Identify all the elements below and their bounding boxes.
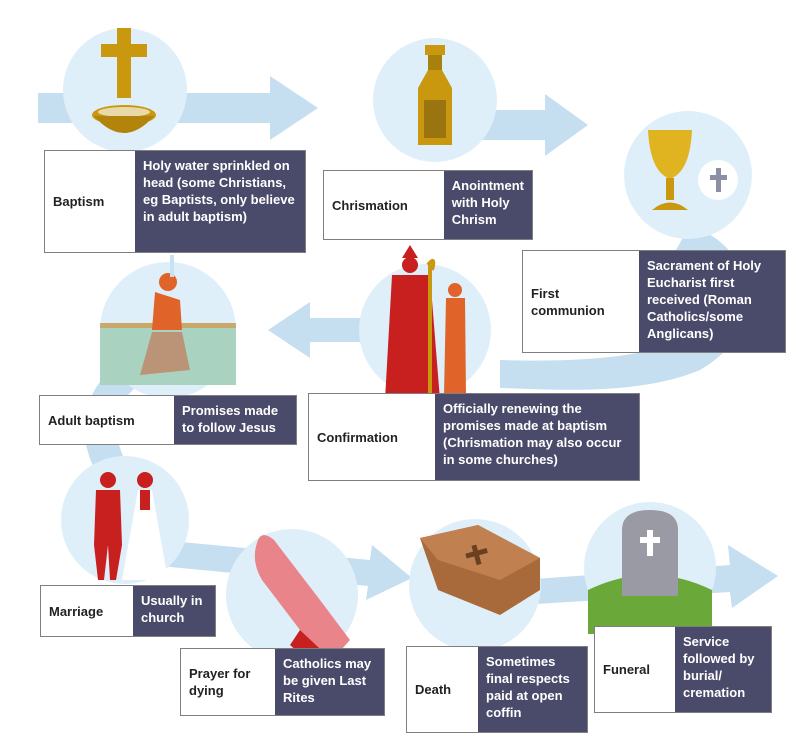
card-confirmation: Confirmation Officially renewing the pro… <box>308 393 640 481</box>
stage-description: Promises made to follow Jesus <box>174 396 296 444</box>
card-marriage: Marriage Usually in church <box>40 585 216 637</box>
stage-name: Marriage <box>49 603 104 619</box>
stage-name: Adult baptism <box>48 412 135 428</box>
stage-name: Baptism <box>53 194 105 209</box>
card-baptism: Baptism Holy water sprinkled on head (so… <box>44 150 306 253</box>
stage-description: Sometimes final respects paid at open co… <box>478 647 587 732</box>
coffin-icon <box>420 525 540 615</box>
stage-description: Officially renewing the promises made at… <box>435 394 639 480</box>
flow-arrow-2 <box>440 94 588 156</box>
stage-name: Funeral <box>603 662 650 677</box>
oil-bottle-icon <box>418 45 452 145</box>
stage-description: Holy water sprinkled on head (some Chris… <box>135 151 305 252</box>
stage-description: Anointment with Holy Chrism <box>443 171 532 239</box>
gravestone-icon <box>588 510 712 634</box>
stage-name: Chrismation <box>332 197 408 213</box>
couple-icon <box>94 472 168 580</box>
stage-name: Death <box>415 682 452 697</box>
card-prayer-for-dying: Prayer for dying Catholics may be given … <box>180 648 385 716</box>
flow-arrow-3 <box>268 302 380 358</box>
stage-name: First communion <box>531 285 605 318</box>
stage-description: Service followed by burial/ cremation <box>675 627 771 712</box>
chalice-icon <box>648 130 738 210</box>
card-death: Death Sometimes final respects paid at o… <box>406 646 588 733</box>
stage-name: Confirmation <box>317 429 398 445</box>
bishop-icon <box>385 245 466 400</box>
font-cross-icon <box>92 28 156 133</box>
card-chrismation: Chrismation Anointment with Holy Chrism <box>323 170 533 240</box>
immersion-icon <box>100 255 236 385</box>
stage-description: Usually in church <box>133 586 215 636</box>
card-adult-baptism: Adult baptism Promises made to follow Je… <box>39 395 297 445</box>
card-first-communion: First communion Sacrament of Holy Euchar… <box>522 250 786 353</box>
stage-description: Catholics may be given Last Rites <box>275 649 384 715</box>
stage-description: Sacrament of Holy Eucharist first receiv… <box>639 251 785 352</box>
stage-name: Prayer for dying <box>189 666 251 698</box>
card-funeral: Funeral Service followed by burial/ crem… <box>594 626 772 713</box>
